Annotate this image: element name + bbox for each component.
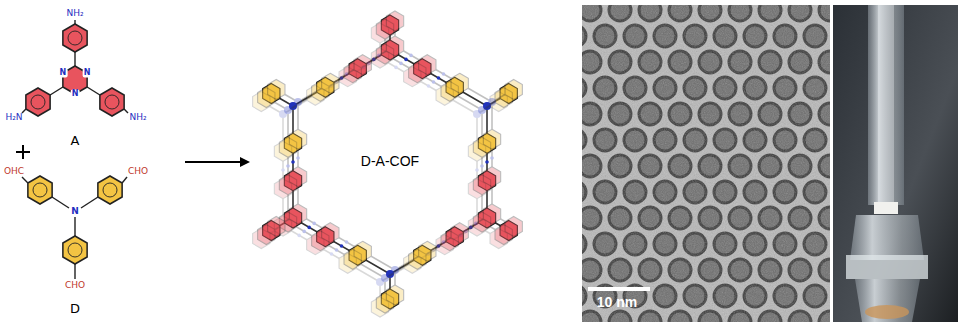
atom-label: H₂N — [5, 113, 22, 123]
atom-label: CHO — [128, 167, 148, 177]
atom-label: N — [83, 69, 92, 78]
tem-image — [582, 5, 830, 322]
scale-bar-label: 10 nm — [597, 295, 637, 310]
monomer-d — [22, 176, 127, 279]
plus-sign — [16, 145, 30, 159]
product-photo — [833, 5, 958, 322]
atom-label: N — [71, 90, 80, 99]
compound-label: A — [71, 134, 80, 148]
atom-label: N — [59, 69, 68, 78]
atom-label: NH₂ — [129, 113, 146, 123]
compound-label: D — [70, 302, 80, 316]
monomer-a — [22, 20, 128, 116]
atom-label: N — [70, 207, 80, 217]
atom-label: CHO — [65, 281, 85, 291]
atom-label: OHC — [4, 167, 24, 177]
reaction-arrow — [185, 161, 248, 163]
atom-label: NH₂ — [66, 9, 83, 19]
pore-label: D-A-COF — [361, 154, 419, 169]
